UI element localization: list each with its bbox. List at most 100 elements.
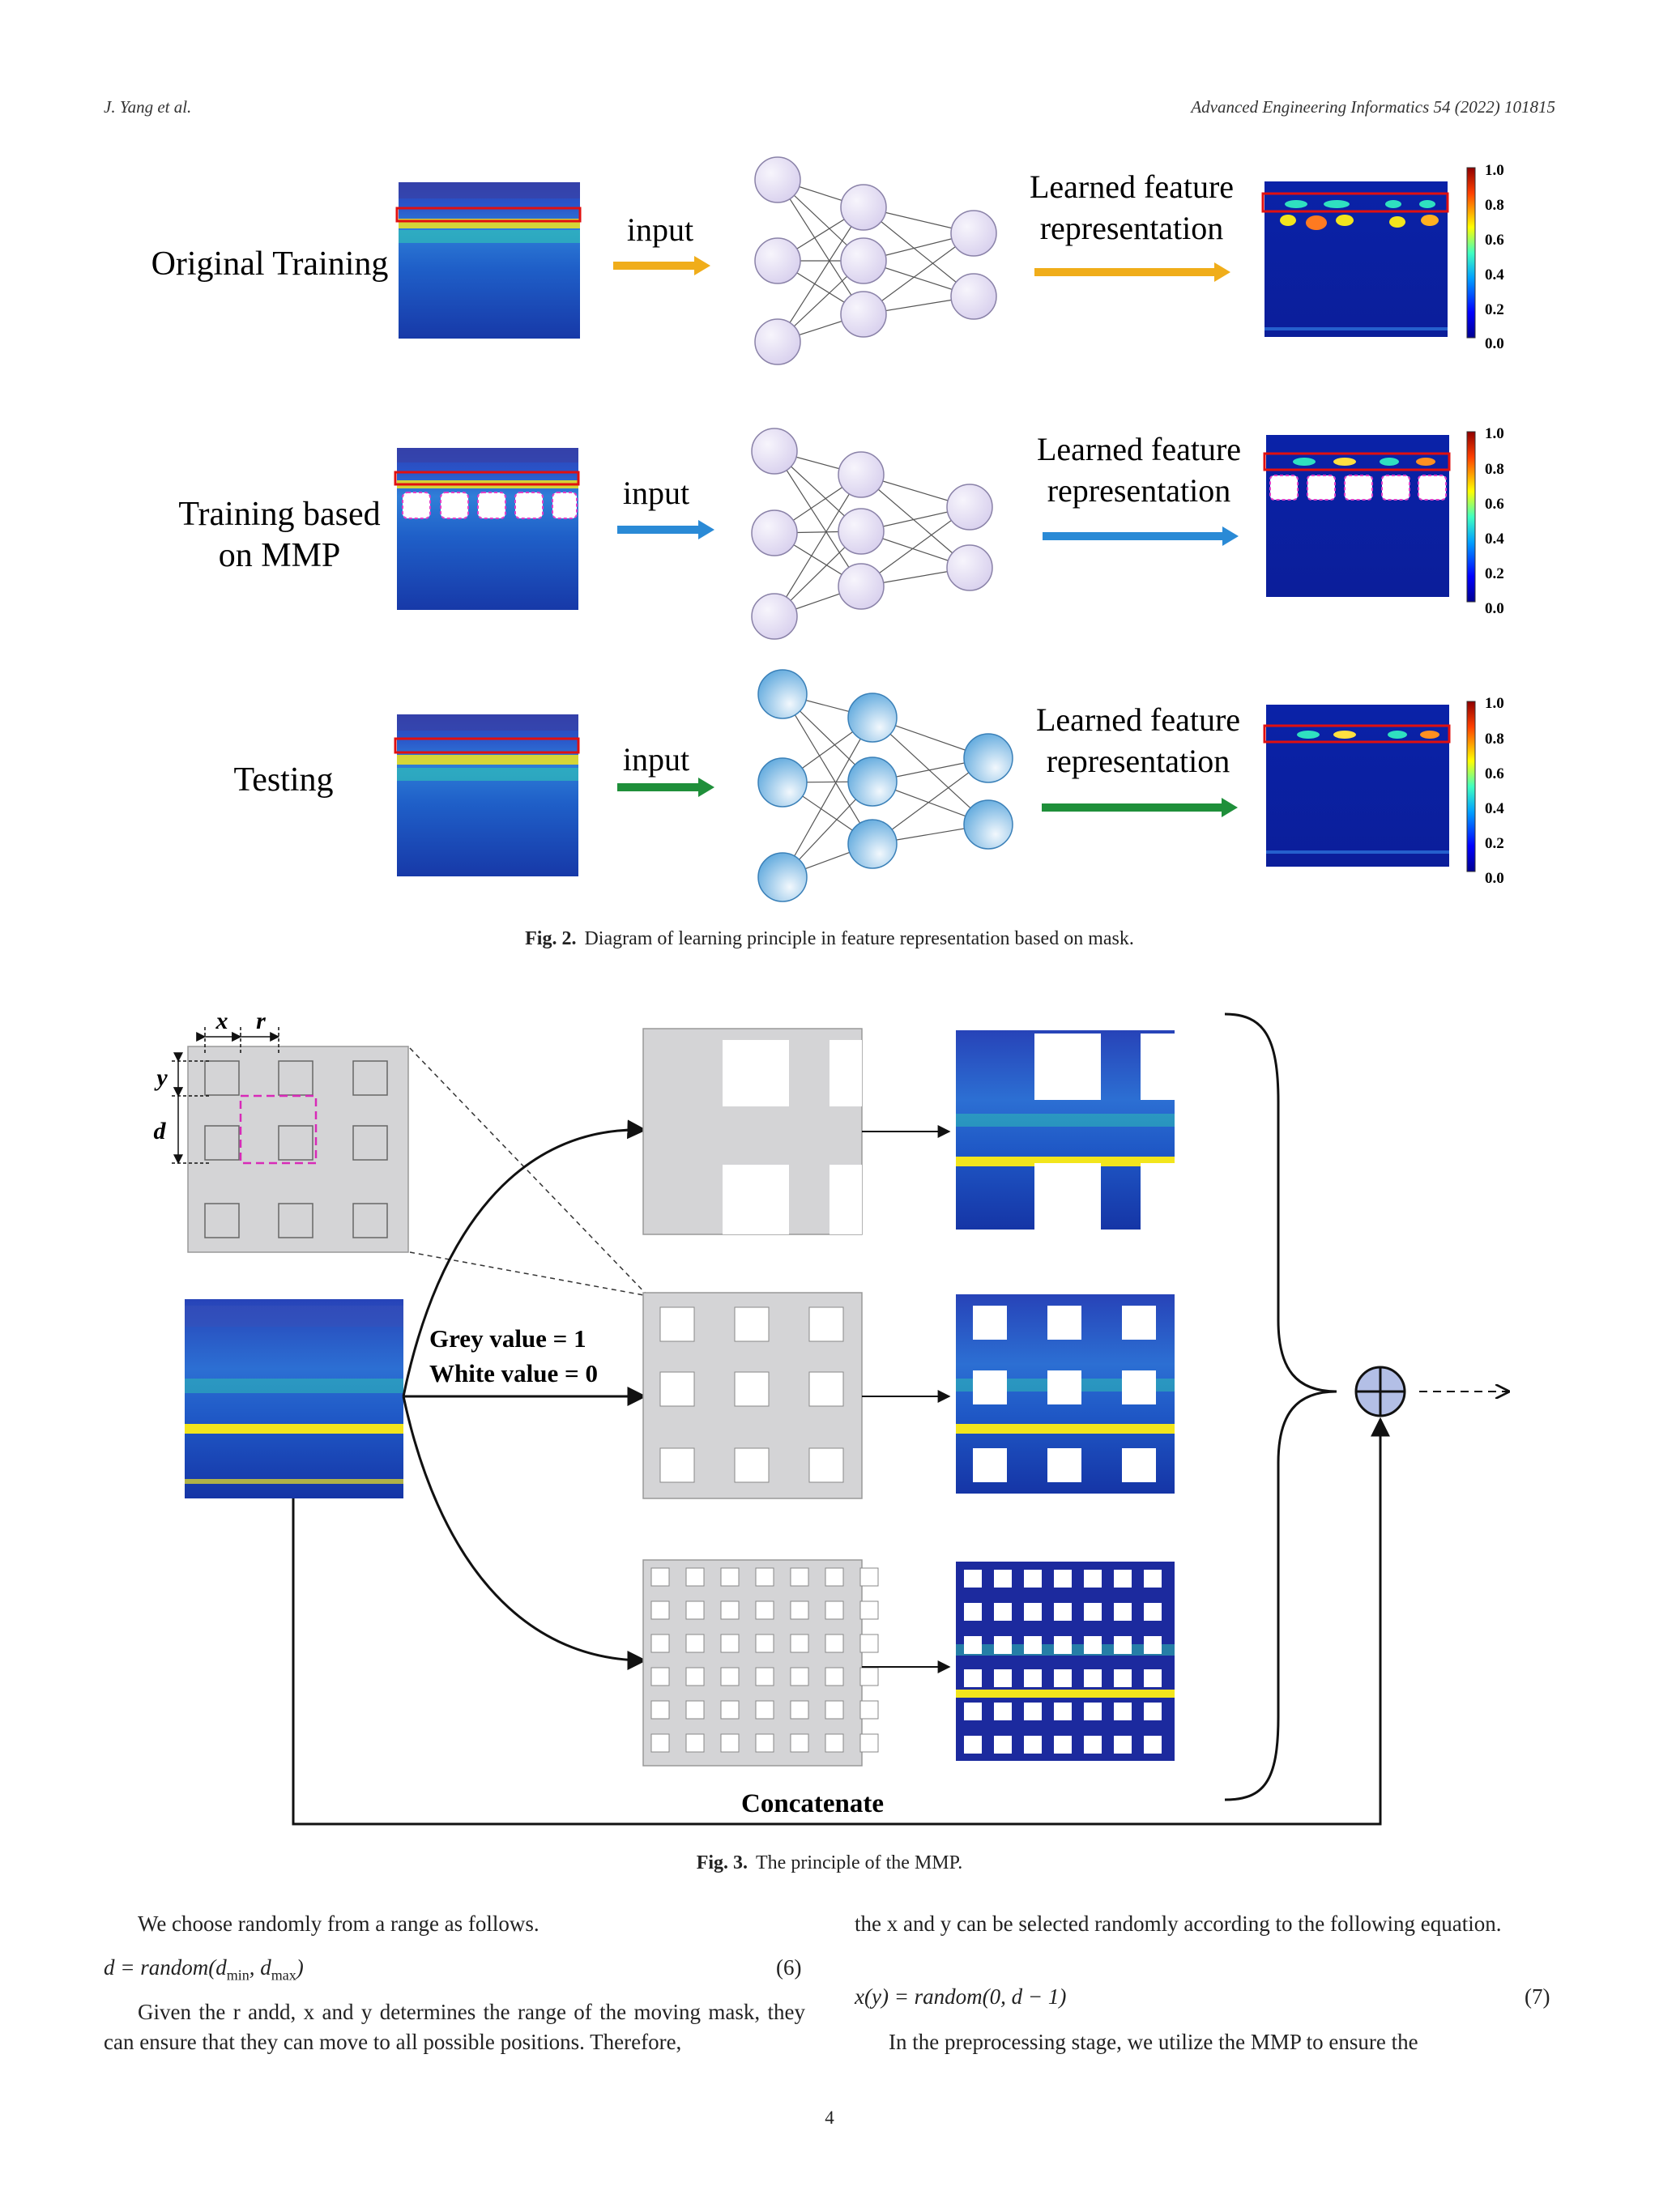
mask-square	[650, 1567, 670, 1587]
eq6-part: d = random(d	[104, 1955, 227, 1980]
fig2-row-original-training: Original Training input	[151, 156, 1504, 365]
colorbar-tick: 0.6	[1485, 765, 1504, 782]
mask-square	[755, 1700, 774, 1720]
neuron	[847, 819, 898, 869]
output-label-line1: Learned feature	[1037, 431, 1241, 467]
page-number: 4	[825, 2108, 834, 2128]
colorbar-tick: 0.8	[1485, 731, 1504, 748]
white-value-label: White value = 0	[429, 1359, 598, 1387]
mask-square	[1024, 1570, 1042, 1588]
colorbar-tick: 0.0	[1485, 870, 1504, 887]
mask-square	[720, 1700, 740, 1720]
mask-square	[1114, 1703, 1132, 1720]
grey-value-label: Grey value = 1	[429, 1324, 586, 1353]
mask-square	[1054, 1570, 1072, 1588]
mask-square	[964, 1570, 982, 1588]
mask-square	[994, 1703, 1012, 1720]
mask-square	[1084, 1736, 1102, 1754]
colorbar-tick: 1.0	[1485, 695, 1504, 712]
mask-square	[825, 1667, 844, 1686]
dim-label-y: y	[154, 1064, 168, 1091]
dim-label-x: x	[215, 1008, 228, 1034]
mask-square	[685, 1634, 705, 1653]
mask-square	[1114, 1636, 1132, 1654]
fig2-caption-label: Fig. 2.	[525, 928, 577, 949]
original-spectrogram	[185, 1299, 403, 1498]
colorbar-tick: 0.2	[1485, 835, 1504, 852]
mask-square	[1054, 1669, 1072, 1687]
mask-square	[1144, 1736, 1162, 1754]
running-header-journal: Advanced Engineering Informatics 54 (202…	[1191, 97, 1555, 117]
neuron	[754, 318, 801, 365]
mask-square	[994, 1603, 1012, 1621]
colorbar-tick: 0.0	[1485, 335, 1504, 352]
feature-map	[1261, 181, 1449, 337]
neural-network	[757, 669, 1013, 902]
neuron	[946, 484, 993, 531]
mask-square	[685, 1667, 705, 1686]
mask-square	[964, 1636, 982, 1654]
mask-square	[1024, 1736, 1042, 1754]
mask-square	[1024, 1669, 1042, 1687]
mask-square	[1024, 1636, 1042, 1654]
mask-square	[1144, 1669, 1162, 1687]
mask-square	[685, 1700, 705, 1720]
mask-square	[859, 1667, 879, 1686]
sum-icon	[1354, 1366, 1406, 1417]
colorbar-tick: 0.8	[1485, 197, 1504, 214]
masked-spectrogram-large	[956, 1030, 1175, 1230]
input-arrow	[617, 520, 714, 539]
input-label: input	[627, 211, 693, 248]
neuron	[838, 563, 885, 610]
paragraph-right-1: the x and y can be selected randomly acc…	[855, 1912, 1502, 1936]
neuron	[950, 273, 997, 320]
concatenate-label: Concatenate	[741, 1789, 884, 1818]
mask-square	[964, 1603, 982, 1621]
mask-square	[859, 1700, 879, 1720]
mask-square	[1144, 1603, 1162, 1621]
input-arrow	[617, 778, 714, 797]
mask-square	[1114, 1570, 1132, 1588]
paragraph-left-1: We choose randomly from a range as follo…	[138, 1912, 539, 1936]
mask-square	[650, 1700, 670, 1720]
eq6-sub-min: min	[226, 1967, 249, 1984]
merge-brace	[1224, 1012, 1337, 1801]
mask-square	[755, 1600, 774, 1620]
output-label-line2: representation	[1047, 743, 1230, 779]
fig2-caption-text: Diagram of learning principle in feature…	[584, 928, 1134, 949]
colorbar: 1.0 0.8 0.6 0.4 0.2 0.0	[1466, 162, 1504, 352]
neuron	[838, 451, 885, 498]
mask-square	[1024, 1603, 1042, 1621]
colorbar-tick: 0.6	[1485, 496, 1504, 513]
mask-square	[1114, 1669, 1132, 1687]
fig2-caption: Fig. 2. Diagram of learning principle in …	[0, 928, 1659, 950]
mask-square	[755, 1567, 774, 1587]
output-label-line1: Learned feature	[1030, 168, 1234, 205]
mask-square	[994, 1636, 1012, 1654]
neuron	[847, 757, 898, 807]
output-label-line2: representation	[1040, 210, 1224, 246]
colorbar-tick: 0.4	[1485, 800, 1504, 817]
mask-square	[720, 1667, 740, 1686]
mask-square	[859, 1600, 879, 1620]
neuron	[754, 156, 801, 203]
paragraph-right-2: In the preprocessing stage, we utilize t…	[889, 2030, 1418, 2054]
mask-square	[790, 1600, 809, 1620]
mask-square	[1024, 1703, 1042, 1720]
figure-2-diagram: Original Training input	[151, 156, 1504, 902]
mask-square	[1084, 1570, 1102, 1588]
mask-square	[720, 1733, 740, 1753]
output-arrow	[1043, 526, 1239, 546]
mask-square	[685, 1733, 705, 1753]
fig2-row-training-mmp: Training based on MMP input	[178, 425, 1504, 640]
mask-square	[1084, 1703, 1102, 1720]
mask-template: x r y d	[154, 1008, 649, 1297]
mask-square	[650, 1733, 670, 1753]
fig2-row-testing: Testing input	[233, 669, 1504, 902]
colorbar-tick: 0.4	[1485, 266, 1504, 283]
running-header-authors: J. Yang et al.	[104, 97, 192, 117]
mask-square	[825, 1700, 844, 1720]
input-spectrogram	[394, 714, 580, 876]
output-arrow	[1034, 262, 1230, 282]
colorbar: 1.0 0.8 0.6 0.4 0.2 0.0	[1466, 695, 1504, 887]
